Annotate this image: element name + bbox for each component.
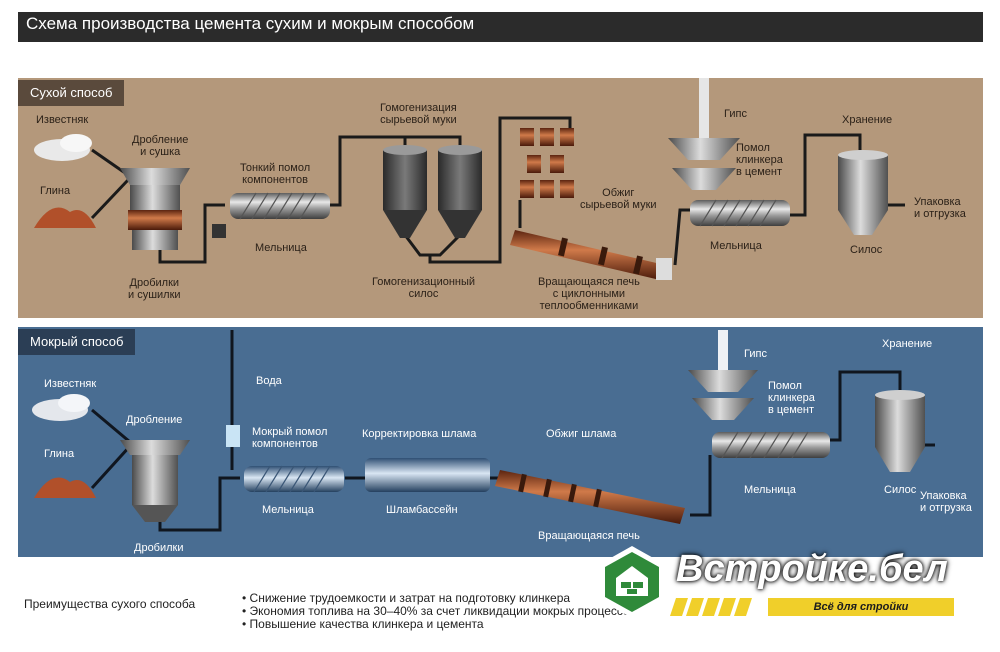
cement-mill-wet-icon — [712, 431, 830, 459]
wet-slurry-firing-label: Обжиг шлама — [546, 428, 617, 440]
dry-silo-label: Силос — [850, 244, 883, 256]
wet-crushing-label: Дробление — [126, 414, 183, 426]
wet-pipes — [90, 330, 935, 532]
title-bar — [18, 12, 983, 42]
dry-limestone-label: Известняк — [36, 114, 89, 126]
dry-clay-label: Глина — [40, 185, 71, 197]
cement-mill-dry-icon — [690, 199, 790, 227]
wet-mill-label: Мельница — [262, 504, 314, 516]
rotary-kiln-dry-icon — [510, 230, 672, 280]
logo-name[interactable]: Встройке.бел — [676, 548, 948, 590]
wet-crushers-label: Дробилки — [134, 542, 184, 554]
crusher-dryer-dry-icon — [120, 168, 190, 250]
homogenization-silo-dry-icon — [383, 145, 482, 238]
wet-limestone-label: Известняк — [44, 378, 97, 390]
advantage-item: • Экономия топлива на 30–40% за счет лик… — [242, 604, 637, 618]
water-tank-icon — [226, 425, 240, 447]
wet-storage-label: Хранение — [882, 338, 933, 350]
advantage-item: • Снижение трудоемкости и затрат на подг… — [242, 591, 571, 605]
clay-pile-dry-icon — [34, 207, 96, 228]
logo-slogan: Всё для стройки — [768, 598, 954, 616]
storage-silo-wet-icon — [875, 390, 925, 472]
slurry-basin-icon — [365, 458, 490, 492]
wet-slurry-basin-label: Шламбассейн — [386, 504, 458, 516]
advantages-list: • Снижение трудоемкости и затрат на подг… — [242, 592, 636, 631]
wet-water-label: Вода — [256, 375, 282, 387]
dry-pipes — [90, 116, 905, 266]
wet-kiln-label: Вращающаяся печь — [538, 530, 640, 542]
ball-mill-dry-icon — [212, 192, 330, 238]
crusher-wet-icon — [120, 440, 190, 522]
cyclone-preheater-icon — [520, 128, 574, 198]
dry-mill-label: Мельница — [255, 242, 307, 254]
dry-process-tab: Сухой способ — [18, 80, 125, 106]
advantages-title: Преимущества сухого способа — [24, 597, 196, 611]
logo-mark — [600, 546, 752, 618]
dry-mill2-label: Мельница — [710, 240, 762, 252]
ball-mill-wet-icon — [244, 465, 344, 493]
wet-slurry-correction-label: Корректировка шлама — [362, 428, 477, 440]
gypsum-hopper-wet-icon — [688, 330, 758, 420]
wet-gypsum-label: Гипс — [744, 348, 767, 360]
advantage-item: • Повышение качества клинкера и цемента — [242, 617, 484, 631]
rotary-kiln-wet-icon — [495, 470, 685, 524]
wet-process-tab: Мокрый способ — [18, 329, 136, 355]
storage-silo-dry-icon — [838, 150, 888, 235]
wet-clay-label: Глина — [44, 448, 75, 460]
dry-gypsum-label: Гипс — [724, 108, 747, 120]
page-title: Схема производства цемента сухим и мокры… — [26, 14, 475, 33]
limestone-pile-dry-icon — [34, 134, 92, 161]
dry-storage-label: Хранение — [842, 114, 893, 126]
limestone-pile-wet-icon — [32, 394, 90, 421]
clay-pile-wet-icon — [34, 477, 96, 498]
gypsum-hopper-dry-icon — [668, 78, 740, 190]
wet-mill2-label: Мельница — [744, 484, 796, 496]
wet-silo-label: Силос — [884, 484, 917, 496]
